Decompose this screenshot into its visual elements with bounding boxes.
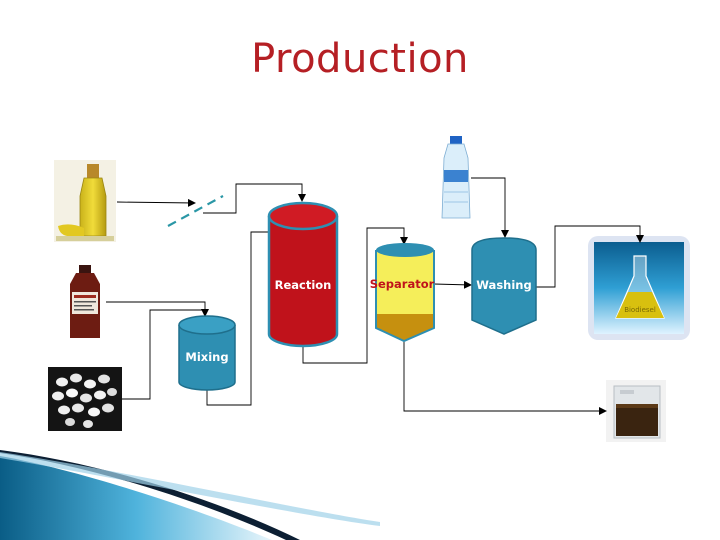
washing-label: Washing <box>476 278 531 292</box>
biodiesel-flask-icon: Biodiesel <box>588 236 690 340</box>
glycerin-beaker-icon <box>606 380 666 442</box>
oil-bottle-icon <box>54 160 116 242</box>
separator-label: Separator <box>370 277 435 291</box>
water-bottle-icon <box>441 136 471 219</box>
dashed-separator-line <box>167 195 224 227</box>
biodiesel-label: Biodiesel <box>624 306 656 314</box>
reaction-tank: Reaction <box>267 201 339 348</box>
mixing-tank: Mixing <box>178 315 236 391</box>
methanol-bottle-icon <box>64 264 106 340</box>
mixing-label: Mixing <box>185 350 228 364</box>
catalyst-pellets-icon <box>48 367 122 431</box>
decorative-swoosh <box>0 450 380 540</box>
separator-unit: Separator <box>370 243 435 343</box>
slide-title: Production <box>251 36 469 82</box>
reaction-label: Reaction <box>275 278 332 292</box>
washing-unit: Washing <box>471 237 537 335</box>
